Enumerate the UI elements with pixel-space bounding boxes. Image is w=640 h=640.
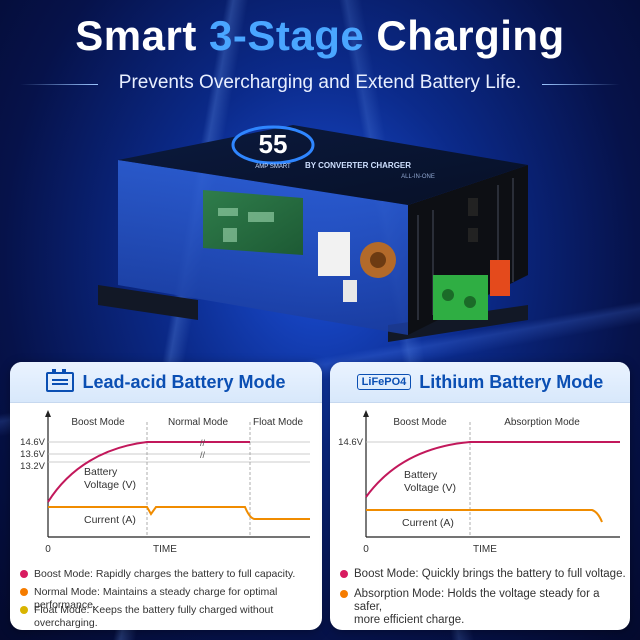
device-amp-label: AMP SMART xyxy=(255,164,291,170)
stage-label: Absorption Mode xyxy=(504,417,580,428)
voltage-curve xyxy=(47,441,250,503)
current-curve xyxy=(48,506,310,520)
stage-label: Boost Mode xyxy=(393,417,447,428)
subtitle-rule-left xyxy=(20,84,98,85)
charger-device-image: 55 AMP SMART BY CONVERTER CHARGER ALL-IN… xyxy=(98,125,528,342)
lead-acid-card: Lead-acid Battery Mode Boost Mode Normal… xyxy=(10,362,322,630)
x-axis-label: TIME xyxy=(153,544,177,555)
legend-dot xyxy=(20,570,28,578)
stage-label: Float Mode xyxy=(253,417,303,428)
legend-item: Float Mode: Keeps the battery fully char… xyxy=(20,604,322,630)
legend-item: Absorption Mode: Holds the voltage stead… xyxy=(340,588,630,627)
page-subtitle: Prevents Overcharging and Extend Battery… xyxy=(118,72,522,93)
page-title: Smart 3-Stage Charging xyxy=(75,12,565,59)
legend-item: Boost Mode: Rapidly charges the battery … xyxy=(20,568,295,581)
stage-label: Boost Mode xyxy=(71,417,125,428)
current-label: Current (A) xyxy=(84,514,136,526)
legend-dot xyxy=(340,590,348,598)
lead-acid-card-header: Lead-acid Battery Mode xyxy=(10,362,322,403)
lithium-title: Lithium Battery Mode xyxy=(419,371,604,392)
y-tick-label: 14.6V xyxy=(338,437,363,448)
legend-dot xyxy=(340,570,348,578)
voltage-curve xyxy=(365,441,620,498)
device-sub-label: ALL-IN-ONE xyxy=(401,174,435,180)
legend-item: Boost Mode: Quickly brings the battery t… xyxy=(340,568,626,581)
lead-acid-chart: Boost Mode Normal Mode Float Mode 14.6V … xyxy=(20,410,310,555)
legend-dot xyxy=(20,606,28,614)
svg-text://: // xyxy=(200,438,206,448)
origin-label: 0 xyxy=(363,544,369,555)
stage-label: Normal Mode xyxy=(168,417,228,428)
battery-icon xyxy=(46,369,75,392)
voltage-label: Battery xyxy=(404,469,438,481)
y-tick-label: 13.2V xyxy=(20,461,45,472)
x-axis-label: TIME xyxy=(473,544,497,555)
svg-text://: // xyxy=(200,450,206,460)
device-amp-number: 55 xyxy=(259,129,288,159)
y-tick-label: 13.6V xyxy=(20,449,45,460)
lithium-chart: Boost Mode Absorption Mode 14.6V Battery… xyxy=(338,410,620,555)
legend-item: Normal Mode: Maintains a steady charge f… xyxy=(20,586,322,612)
current-curve xyxy=(366,509,603,523)
subtitle-rule-right xyxy=(542,84,620,85)
current-label: Current (A) xyxy=(402,517,454,529)
voltage-label: Battery xyxy=(84,466,118,478)
origin-label: 0 xyxy=(45,544,51,555)
lead-acid-title: Lead-acid Battery Mode xyxy=(82,371,286,392)
legend-dot xyxy=(20,588,28,596)
lifepo4-badge-icon: LiFePO4 xyxy=(356,374,412,390)
voltage-label: Voltage (V) xyxy=(84,479,136,491)
y-tick-label: 14.6V xyxy=(20,437,45,448)
device-model-label: BY CONVERTER CHARGER xyxy=(305,161,411,170)
voltage-label: Voltage (V) xyxy=(404,482,456,494)
red-terminal-block xyxy=(490,260,510,296)
lithium-card: LiFePO4 Lithium Battery Mode Boost Mode … xyxy=(330,362,630,630)
lithium-card-header: LiFePO4 Lithium Battery Mode xyxy=(330,362,630,403)
green-terminal-block xyxy=(433,275,488,320)
